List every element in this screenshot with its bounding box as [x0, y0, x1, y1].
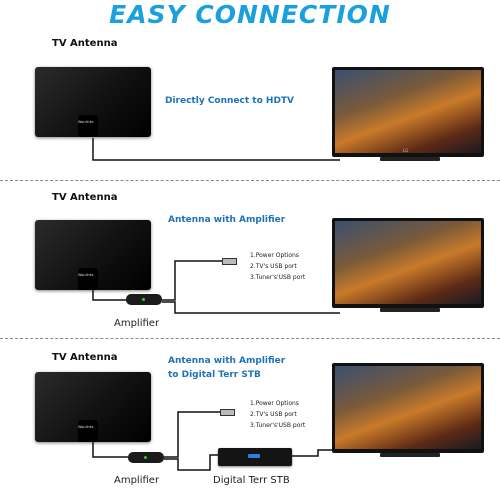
usb-plug: [222, 258, 237, 265]
section-direct: TV Antenna Wonlinks Directly Connect to …: [0, 0, 500, 180]
antenna-logo: Wonlinks: [78, 120, 94, 124]
tv-screen: [335, 221, 481, 304]
power-option: 3.Tuner's'USB port: [250, 422, 306, 429]
tv-stand: [380, 157, 440, 161]
antenna-logo: Wonlinks: [78, 425, 94, 429]
usb-plug: [220, 409, 235, 416]
amplifier-label: Amplifier: [114, 475, 160, 486]
tv-screen: [335, 70, 481, 153]
power-option: 1.Power Options: [250, 252, 299, 259]
tv-stand: [380, 453, 440, 457]
amplifier-box: [128, 452, 164, 463]
antenna-logo: Wonlinks: [78, 273, 94, 277]
section-caption: Directly Connect to HDTV: [165, 96, 295, 106]
cable-amplifier: [92, 260, 340, 314]
antenna-panel: Wonlinks: [35, 220, 151, 290]
tv-screen: [335, 366, 481, 449]
amplifier-box: [126, 294, 162, 305]
power-option: 2.TV's USB port: [250, 263, 297, 270]
cable-direct: [92, 138, 340, 161]
section-amplifier: TV Antenna Wonlinks Antenna with Amplifi…: [35, 192, 484, 329]
power-option: 3.Tuner's'USB port: [250, 274, 306, 281]
section-caption: Antenna with Amplifier: [168, 215, 286, 225]
power-option: 2.TV's USB port: [250, 411, 297, 418]
antenna-panel: Wonlinks: [35, 372, 151, 442]
section-divider: [0, 338, 500, 339]
tv: LG: [332, 67, 484, 157]
antenna-cable-box: [78, 115, 98, 137]
section-caption: to Digital Terr STB: [168, 370, 261, 380]
stb-box: [218, 448, 292, 466]
antenna-cable-box: [78, 268, 98, 290]
power-option: 1.Power Options: [250, 400, 299, 407]
tv-brand: LG: [403, 148, 409, 153]
section-label: TV Antenna: [52, 352, 118, 363]
section-divider: [0, 180, 500, 181]
antenna-panel: Wonlinks: [35, 67, 151, 137]
section-label: TV Antenna: [52, 192, 118, 203]
tv: [332, 218, 484, 308]
tv: [332, 363, 484, 453]
section-caption: Antenna with Amplifier: [168, 356, 286, 366]
antenna-cable-box: [78, 420, 98, 442]
tv-stand: [380, 308, 440, 312]
page-title: EASY CONNECTION: [109, 0, 391, 29]
amplifier-label: Amplifier: [114, 318, 160, 329]
stb-label: Digital Terr STB: [213, 475, 290, 486]
section-label: TV Antenna: [52, 38, 118, 49]
